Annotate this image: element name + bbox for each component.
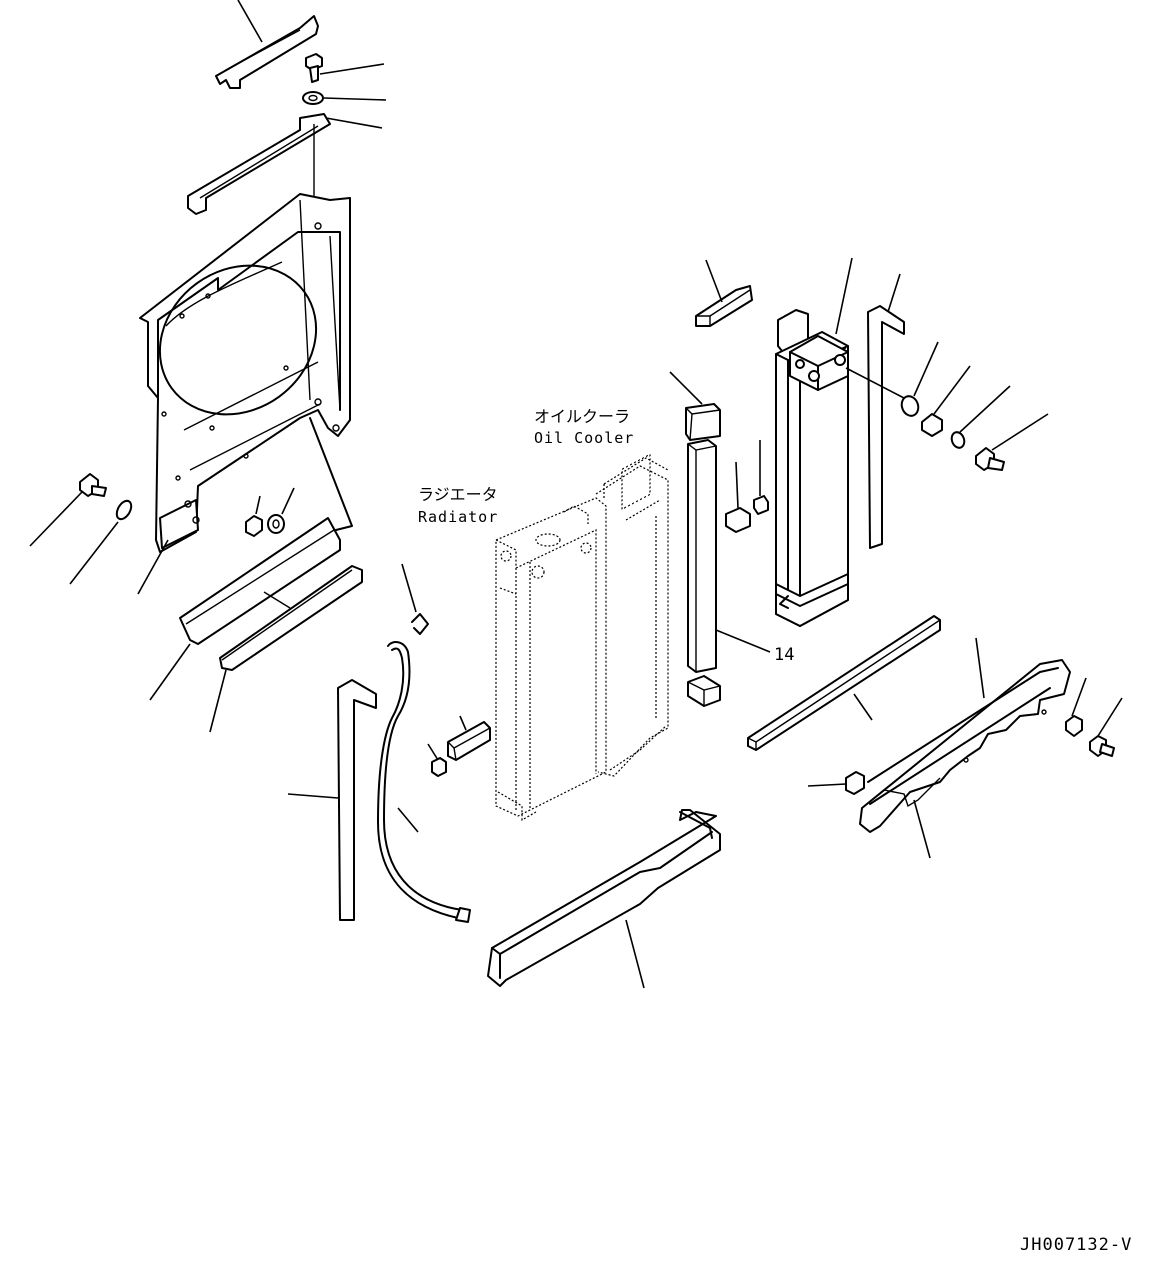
oil-cooler-unit [775,257,853,627]
side-washer-left [69,499,133,585]
side-bolt-left [29,473,107,547]
lower-seal-strip [209,565,363,733]
right-guard [859,637,1071,859]
left-l-seal [287,679,377,921]
right-nut [921,365,971,437]
upper-plate [187,113,383,215]
center-washer [267,487,295,534]
bottom-u-seal [487,809,721,989]
sponge-small-top [669,371,721,441]
radiator-sponge [447,715,491,761]
radiator-label-en: Radiator [418,508,498,526]
guard-nut [1065,677,1087,737]
oil-cooler-core [595,453,669,777]
radiator-label-jp: ラジエータ [418,485,498,504]
right-leader-hose [845,367,905,399]
long-bottom-seal [747,615,941,751]
hose-clip [401,563,429,635]
small-block-left [427,743,447,777]
drawing-id: JH007132-V [1020,1235,1132,1255]
right-washer-1 [900,341,939,417]
small-block-right [807,771,865,795]
right-l-seal [867,273,905,549]
top-washer [302,91,387,105]
top-bolt [305,53,385,83]
sponge-small-bottom [687,675,721,707]
radiator-core [495,497,607,822]
fan-shroud [137,193,351,595]
part-number-label: 14 [774,645,794,665]
oil-cooler-label-en: Oil Cooler [534,429,634,447]
right-washer-2 [950,385,1011,449]
oil-cooler-label-jp: オイルクーラ [534,407,630,426]
top-bracket [215,0,319,89]
guard-bolt [1089,697,1123,757]
sponge-top-angled [695,259,753,327]
lower-plate [149,417,353,701]
sponge-long-vertical [687,439,771,673]
right-bolt [975,413,1049,471]
drain-hose [377,641,471,923]
small-blocks-center [725,440,769,533]
center-nut [245,495,263,537]
